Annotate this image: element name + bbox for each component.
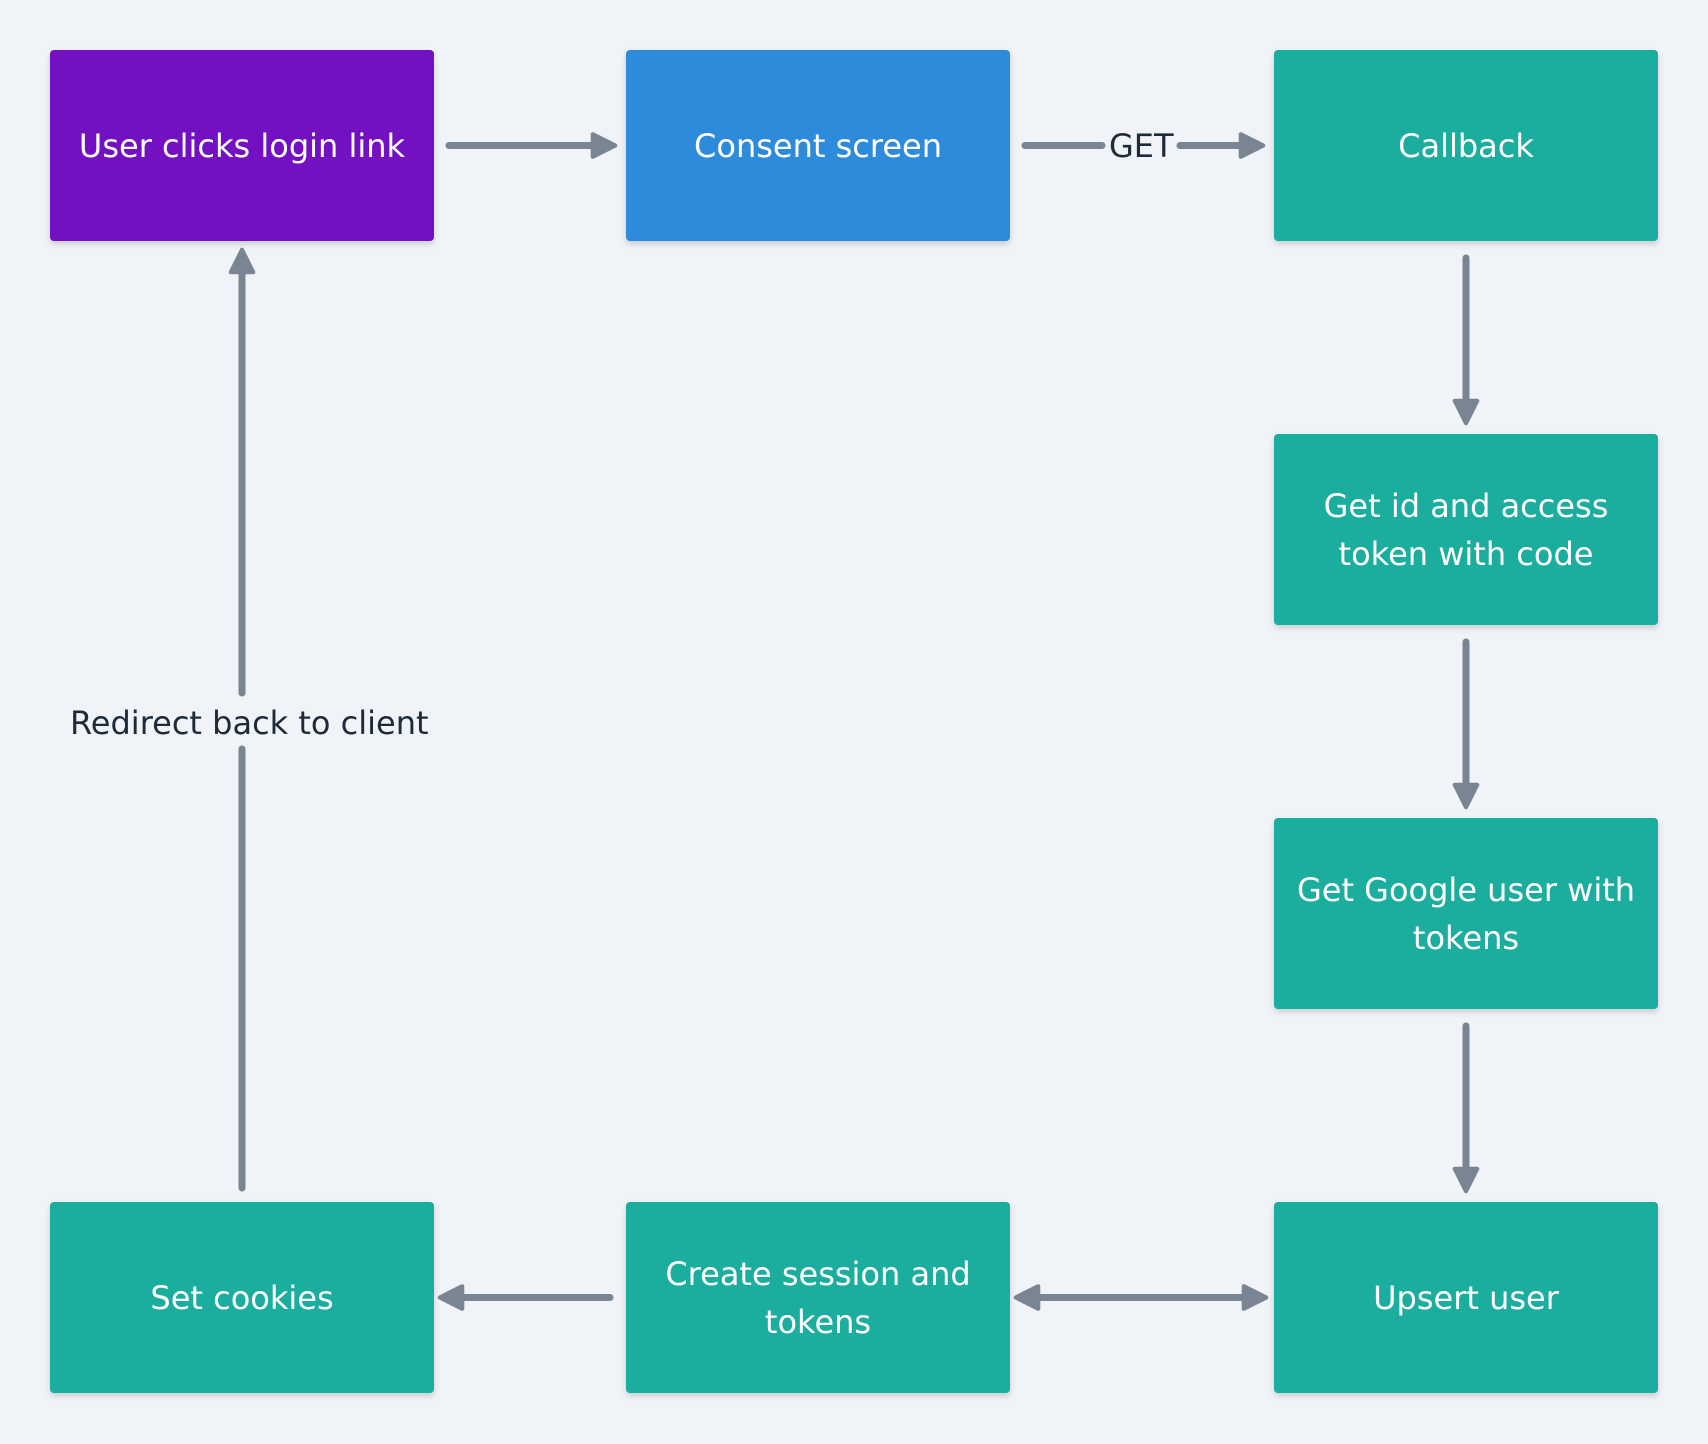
node-label: Callback — [1398, 126, 1534, 165]
node-label: Consent screen — [694, 126, 942, 165]
node-label: Upsert user — [1373, 1278, 1559, 1317]
node-get-google-user: Get Google user with tokens — [1274, 818, 1658, 1009]
node-callback: Callback — [1274, 50, 1658, 241]
node-consent-screen: Consent screen — [626, 50, 1010, 241]
node-label: Create session and tokens — [665, 1254, 971, 1341]
node-get-id-and-access-token: Get id and access token with code — [1274, 434, 1658, 625]
node-label: Get Google user with tokens — [1296, 870, 1636, 957]
edge-label-redirect-back-to-client: Redirect back to client — [70, 704, 429, 742]
node-create-session-and-tokens: Create session and tokens — [626, 1202, 1010, 1393]
node-label: User clicks login link — [78, 126, 406, 165]
node-upsert-user: Upsert user — [1274, 1202, 1658, 1393]
node-label: Set cookies — [150, 1278, 334, 1317]
node-label: Get id and access token with code — [1323, 486, 1609, 573]
node-set-cookies: Set cookies — [50, 1202, 434, 1393]
edge-label-get: GET — [1109, 127, 1174, 165]
node-user-clicks-login-link: User clicks login link — [50, 50, 434, 241]
